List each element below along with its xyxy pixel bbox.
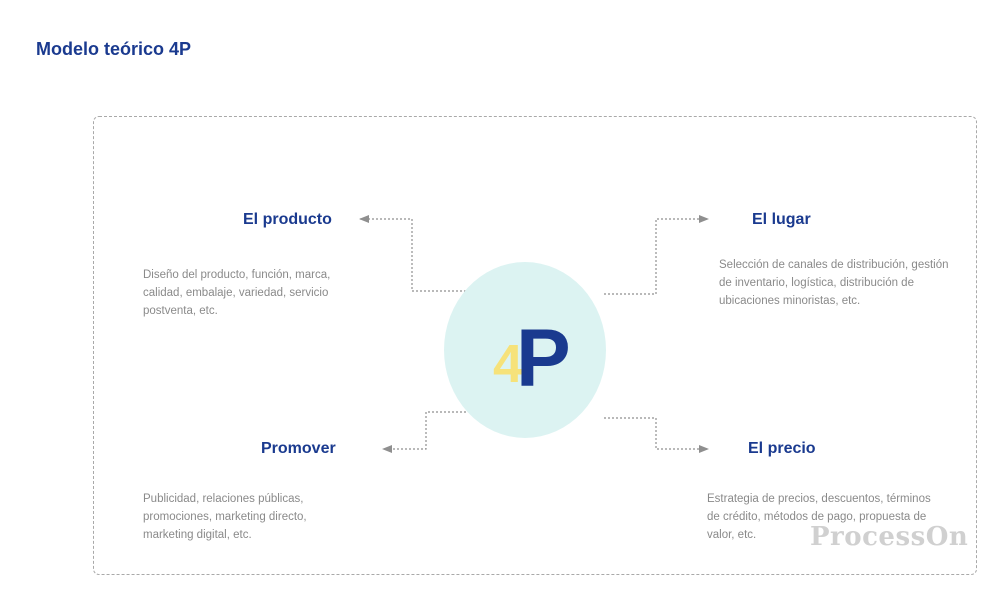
svg-text:P: P (516, 313, 570, 392)
node-desc-producto: Diseño del producto, función, marca, cal… (143, 269, 331, 317)
node-desc-lugar: Selección de canales de distribución, ge… (719, 259, 949, 307)
4p-logo: 4 P (493, 313, 570, 392)
page-title: Modelo teórico 4P (36, 39, 192, 59)
processon-watermark: ProcessOn (810, 522, 969, 552)
node-title-promover: Promover (261, 440, 336, 457)
svg-text:4: 4 (493, 334, 523, 392)
node-title-producto: El producto (243, 211, 332, 228)
node-desc-precio: Estrategia de precios, descuentos, térmi… (707, 493, 931, 541)
center-circle (444, 262, 606, 438)
node-desc-promover: Publicidad, relaciones públicas, promoci… (143, 493, 307, 541)
node-title-precio: El precio (748, 440, 816, 457)
diagram-frame (93, 116, 977, 575)
node-title-lugar: El lugar (752, 211, 811, 228)
